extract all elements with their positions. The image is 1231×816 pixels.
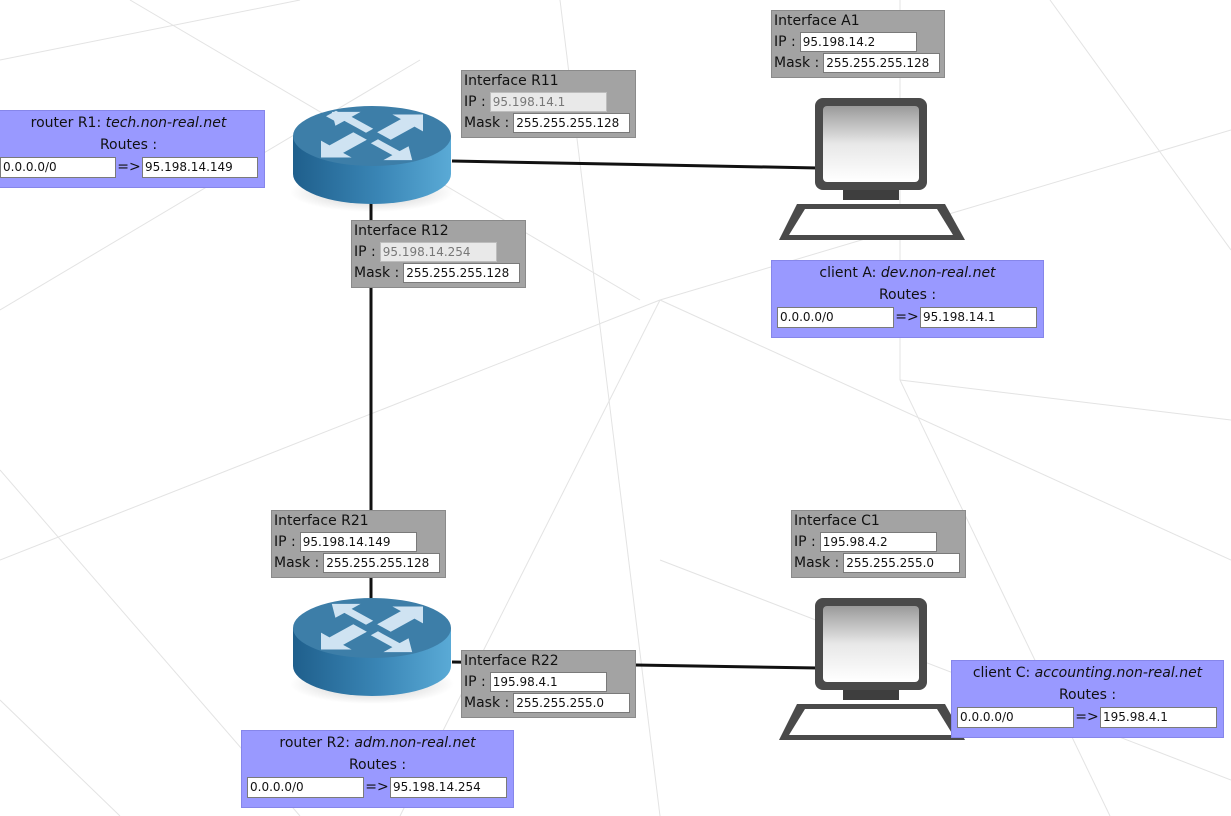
routes-label: Routes : (1058, 687, 1117, 703)
ip-input (489, 91, 607, 112)
ip-input[interactable] (299, 531, 417, 552)
interface-a1-panel: Interface A1 IP : Mask : (771, 10, 945, 78)
mask-input[interactable] (823, 52, 941, 73)
device-title: router R1: tech.non-real.net (0, 112, 264, 134)
ip-label: IP : (354, 243, 376, 260)
interface-title: Interface A1 (774, 13, 860, 29)
domain-name: tech.non-real.net (105, 115, 227, 131)
interface-title: Interface C1 (794, 513, 880, 529)
mask-label: Mask : (794, 554, 840, 571)
domain-name: accounting.non-real.net (1034, 665, 1203, 681)
interface-title: Interface R12 (354, 223, 449, 239)
route-row: => (0, 156, 264, 178)
route-arrow: => (365, 779, 389, 795)
mask-label: Mask : (354, 264, 400, 281)
route-gateway-input[interactable] (920, 306, 1037, 328)
route-row: => (952, 706, 1223, 728)
mask-label: Mask : (274, 554, 320, 571)
routes-label: Routes : (348, 757, 407, 773)
router-icon[interactable] (289, 100, 455, 216)
ip-input (379, 241, 497, 262)
mask-label: Mask : (464, 694, 510, 711)
ip-input[interactable] (799, 31, 917, 52)
interface-r21-panel: Interface R21 IP : Mask : (271, 510, 446, 578)
client-c-routes-panel: client C: accounting.non-real.net Routes… (951, 660, 1224, 738)
mask-input[interactable] (323, 552, 441, 573)
router-r1-routes-panel: router R1: tech.non-real.net Routes : => (0, 110, 265, 188)
route-arrow: => (117, 159, 141, 175)
mask-label: Mask : (774, 54, 820, 71)
route-destination-input[interactable] (777, 306, 894, 328)
client-a-routes-panel: client A: dev.non-real.net Routes : => (771, 260, 1044, 338)
interface-title: Interface R21 (274, 513, 369, 529)
ip-input[interactable] (489, 671, 607, 692)
mask-input[interactable] (513, 692, 631, 713)
routes-label: Routes : (99, 137, 158, 153)
device-title: router R2: adm.non-real.net (242, 732, 513, 754)
ip-label: IP : (464, 93, 486, 110)
computer-icon[interactable] (775, 96, 969, 244)
route-gateway-input[interactable] (390, 776, 507, 798)
ip-label: IP : (274, 533, 296, 550)
ip-label: IP : (774, 33, 796, 50)
router-icon[interactable] (289, 592, 455, 708)
link-r1-a (451, 159, 819, 170)
ip-input[interactable] (819, 531, 937, 552)
route-row: => (242, 776, 513, 798)
route-gateway-input[interactable] (142, 156, 258, 178)
ip-label: IP : (794, 533, 816, 550)
device-title: client C: accounting.non-real.net (952, 662, 1223, 684)
router-r2-routes-panel: router R2: adm.non-real.net Routes : => (241, 730, 514, 808)
domain-name: dev.non-real.net (880, 265, 996, 281)
domain-name: adm.non-real.net (354, 735, 476, 751)
interface-r11-panel: Interface R11 IP : Mask : (461, 70, 636, 138)
device-name: client A: (819, 265, 877, 281)
interface-r22-panel: Interface R22 IP : Mask : (461, 650, 636, 718)
routes-label: Routes : (878, 287, 937, 303)
device-name: router R2: (279, 735, 350, 751)
mask-input[interactable] (843, 552, 961, 573)
route-row: => (772, 306, 1043, 328)
interface-c1-panel: Interface C1 IP : Mask : (791, 510, 966, 578)
mask-input[interactable] (513, 112, 631, 133)
device-name: client C: (972, 665, 1031, 681)
mask-label: Mask : (464, 114, 510, 131)
ip-label: IP : (464, 673, 486, 690)
mask-input[interactable] (403, 262, 521, 283)
device-name: router R1: (30, 115, 102, 131)
route-arrow: => (1075, 709, 1099, 725)
route-gateway-input[interactable] (1100, 706, 1217, 728)
interface-title: Interface R11 (464, 73, 559, 89)
device-title: client A: dev.non-real.net (772, 262, 1043, 284)
route-destination-input[interactable] (247, 776, 364, 798)
route-arrow: => (895, 309, 919, 325)
route-destination-input[interactable] (0, 156, 116, 178)
interface-title: Interface R22 (464, 653, 559, 669)
interface-r12-panel: Interface R12 IP : Mask : (351, 220, 526, 288)
route-destination-input[interactable] (957, 706, 1074, 728)
computer-icon[interactable] (775, 596, 969, 744)
